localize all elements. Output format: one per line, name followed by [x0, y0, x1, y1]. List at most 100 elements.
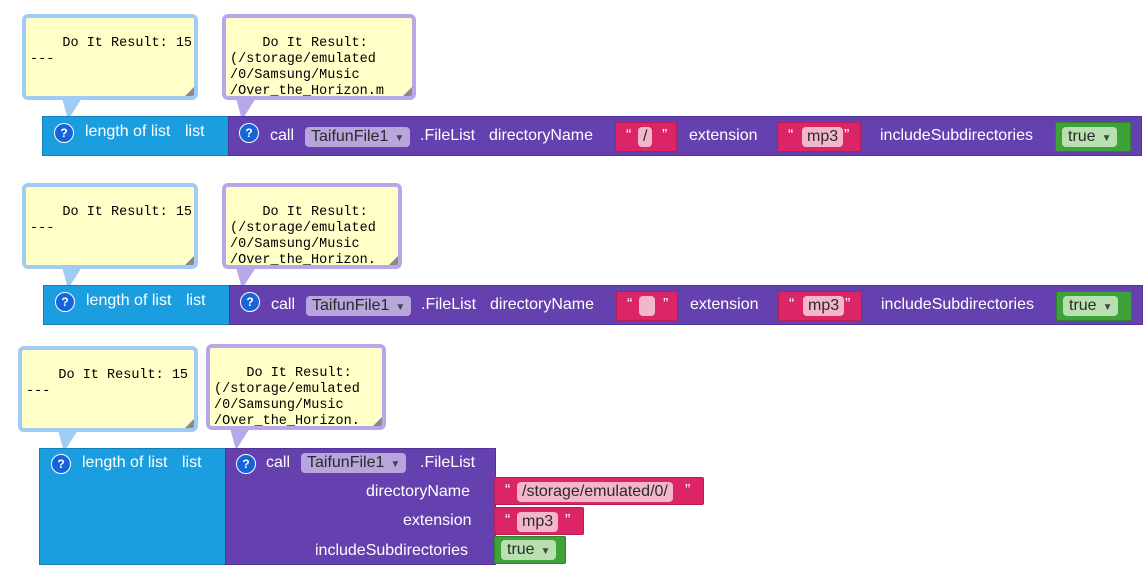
help-icon[interactable]: ?: [54, 123, 74, 143]
filelist-result-bubble[interactable]: Do It Result: (/storage/emulated /0/Sams…: [222, 183, 402, 269]
input-notch: [36, 292, 43, 304]
length-result-bubble[interactable]: Do It Result: 15 ---: [22, 183, 198, 269]
quote-close: ”: [845, 296, 851, 313]
filelist-call-block[interactable]: ? call TaifunFile1 ▼ .FileList directoryN…: [229, 285, 1143, 325]
extension-text-block[interactable]: “ mp3 ”: [778, 291, 862, 321]
component-dropdown[interactable]: TaifunFile1 ▼: [305, 127, 411, 147]
help-icon[interactable]: ?: [55, 292, 75, 312]
boolean-dropdown[interactable]: true ▼: [1062, 127, 1118, 147]
param-extension-label: extension: [690, 296, 759, 313]
param-include-label: includeSubdirectories: [315, 542, 468, 559]
param-directory-label: directoryName: [366, 483, 471, 500]
include-subdirs-logic-block[interactable]: true ▼: [1055, 122, 1131, 152]
param-extension-label: extension: [689, 127, 758, 144]
resize-handle[interactable]: [185, 87, 194, 96]
length-result-bubble[interactable]: Do It Result: 15 ---: [22, 14, 198, 100]
quote-open: “: [505, 512, 511, 529]
length-result-text: Do It Result: 15 ---: [30, 36, 193, 67]
directory-text-block[interactable]: “ /storage/emulated/0/ ”: [494, 477, 704, 505]
length-of-list-block[interactable]: ? length of list list: [35, 116, 232, 156]
directory-text-block[interactable]: “ ”: [616, 291, 678, 321]
component-dropdown[interactable]: TaifunFile1▼: [301, 453, 407, 473]
input-notch: [32, 455, 39, 467]
bubble-tail: [230, 428, 250, 450]
include-subdirs-logic-block[interactable]: true ▼: [494, 536, 566, 564]
length-of-list-label: length of list: [85, 123, 171, 140]
filelist-result-bubble[interactable]: Do It Result: (/storage/emulated /0/Sams…: [222, 14, 416, 100]
filelist-result-text: Do It Result: (/storage/emulated /0/Sams…: [230, 205, 376, 268]
input-notch: [35, 123, 42, 135]
bubble-tail: [62, 98, 82, 120]
filelist-result-bubble[interactable]: Do It Result: (/storage/emulated /0/Sams…: [206, 344, 386, 430]
include-subdirs-logic-block[interactable]: true▼: [1056, 291, 1132, 321]
boolean-dropdown[interactable]: true ▼: [501, 540, 557, 560]
extension-text-block[interactable]: “ mp3 ”: [777, 122, 861, 152]
directory-field[interactable]: /: [638, 127, 653, 147]
component-dropdown[interactable]: TaifunFile1 ▼: [306, 296, 412, 316]
length-result-bubble[interactable]: Do It Result: 15 ---: [18, 346, 198, 432]
help-icon[interactable]: ?: [240, 292, 260, 312]
bubble-tail: [236, 98, 256, 120]
call-label: call: [271, 296, 296, 313]
param-directory-label: directoryName: [490, 296, 595, 313]
filelist-result-text: Do It Result: (/storage/emulated /0/Sams…: [214, 366, 360, 429]
resize-handle[interactable]: [373, 417, 382, 426]
extension-field[interactable]: mp3: [517, 512, 559, 532]
chevron-down-icon: ▼: [1101, 133, 1112, 144]
quote-close: ”: [663, 296, 669, 313]
extension-field[interactable]: mp3: [803, 296, 845, 316]
length-result-text: Do It Result: 15 ---: [30, 205, 193, 236]
quote-open: “: [789, 296, 795, 313]
method-label: .FileList: [420, 127, 476, 144]
quote-open: “: [788, 127, 794, 144]
quote-open: “: [627, 296, 633, 313]
method-label: .FileList: [420, 454, 476, 471]
resize-handle[interactable]: [389, 256, 398, 265]
filelist-call-block[interactable]: ? call TaifunFile1 ▼ .FileList directoryN…: [228, 116, 1142, 156]
length-of-list-label: length of list: [82, 454, 168, 471]
length-of-list-block[interactable]: ? length of list list: [36, 285, 233, 325]
list-socket-label: list: [185, 123, 205, 140]
call-label: call: [270, 127, 295, 144]
help-icon[interactable]: ?: [236, 454, 256, 474]
length-result-text: Do It Result: 15 ---: [26, 368, 189, 399]
filelist-call-block[interactable]: ? call TaifunFile1▼ .FileList directoryN…: [225, 448, 496, 565]
quote-close: ”: [844, 127, 850, 144]
resize-handle[interactable]: [185, 419, 194, 428]
chevron-down-icon: ▼: [390, 459, 401, 470]
boolean-dropdown[interactable]: true▼: [1063, 296, 1119, 316]
call-label: call: [266, 454, 291, 471]
help-icon[interactable]: ?: [51, 454, 71, 474]
bubble-tail: [236, 267, 256, 289]
length-of-list-label: length of list: [86, 292, 172, 309]
param-include-label: includeSubdirectories: [881, 296, 1034, 313]
quote-close: ”: [685, 482, 691, 499]
boolean-value: true: [1068, 128, 1096, 145]
directory-field[interactable]: [639, 296, 655, 316]
quote-close: ”: [662, 127, 668, 144]
filelist-result-text: Do It Result: (/storage/emulated /0/Sams…: [230, 36, 384, 99]
chevron-down-icon: ▼: [540, 546, 551, 557]
param-include-label: includeSubdirectories: [880, 127, 1033, 144]
component-name: TaifunFile1: [312, 297, 390, 314]
boolean-value: true: [1069, 297, 1097, 314]
component-name: TaifunFile1: [311, 128, 389, 145]
list-socket-label: list: [186, 292, 206, 309]
chevron-down-icon: ▼: [394, 133, 405, 144]
directory-field[interactable]: /storage/emulated/0/: [517, 482, 673, 502]
resize-handle[interactable]: [403, 87, 412, 96]
quote-open: “: [626, 127, 632, 144]
boolean-value: true: [507, 541, 535, 558]
method-label: .FileList: [421, 296, 477, 313]
chevron-down-icon: ▼: [395, 302, 406, 313]
param-directory-label: directoryName: [489, 127, 594, 144]
list-socket-label: list: [182, 454, 202, 471]
length-of-list-block[interactable]: ? length of list list: [32, 448, 229, 565]
extension-field[interactable]: mp3: [802, 127, 844, 147]
extension-text-block[interactable]: “ mp3 ”: [494, 507, 584, 535]
help-icon[interactable]: ?: [239, 123, 259, 143]
resize-handle[interactable]: [185, 256, 194, 265]
bubble-tail: [62, 267, 82, 289]
directory-text-block[interactable]: “ / ”: [615, 122, 677, 152]
quote-close: ”: [565, 512, 571, 529]
